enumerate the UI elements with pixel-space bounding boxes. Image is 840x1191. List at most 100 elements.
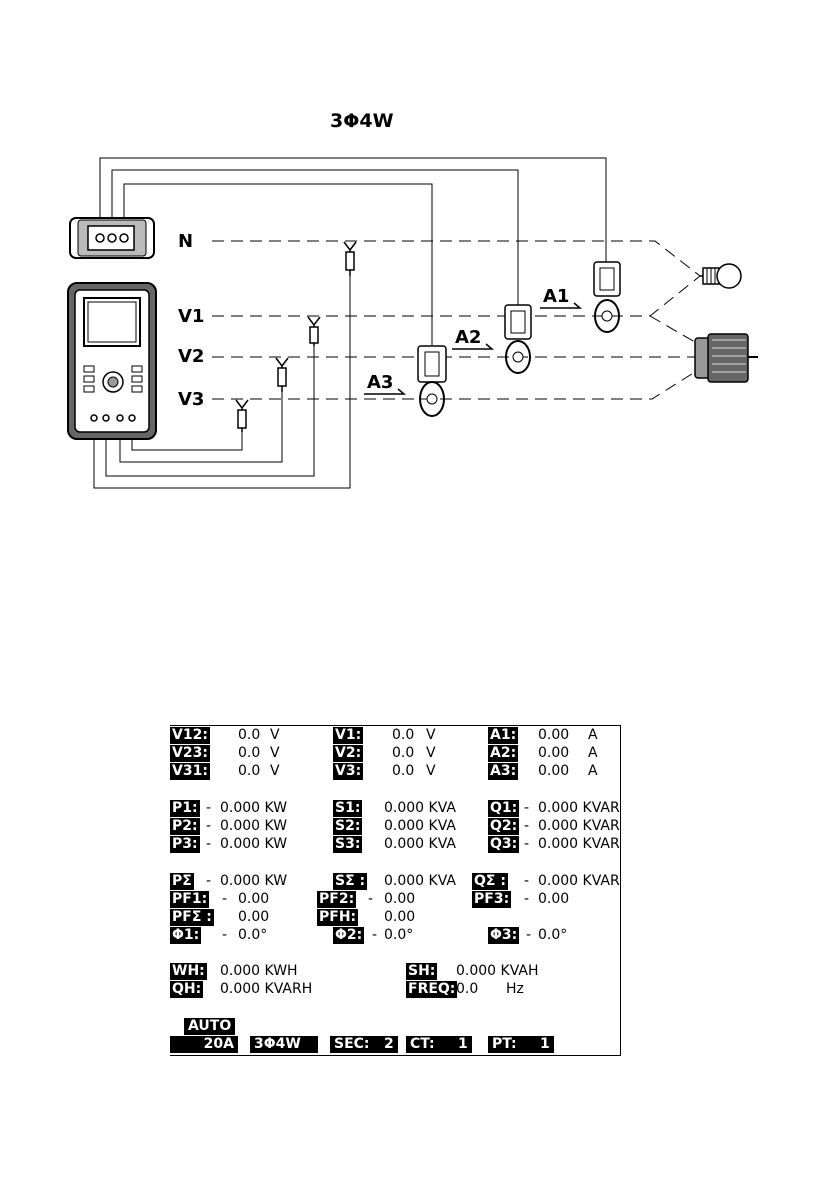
v31-value: 0.0 xyxy=(238,763,261,779)
pt-value: 1 xyxy=(536,1036,554,1053)
s1-label: S1: xyxy=(333,800,363,817)
line-n xyxy=(212,240,701,277)
line-v1 xyxy=(212,275,701,317)
wiring-diagram: N V1 V2 V3 A1 A2 A3 xyxy=(67,157,758,489)
phi3-sign: - xyxy=(526,927,532,943)
wiring-badge: 3Φ4W xyxy=(250,1036,318,1053)
s-total-label: SΣ : xyxy=(333,873,368,890)
range-badge: 20A xyxy=(170,1036,238,1053)
freq-unit: Hz xyxy=(506,981,524,997)
lcd-top-border xyxy=(170,725,620,726)
v2-label: V2: xyxy=(333,745,364,762)
diagram-title: 3Φ4W xyxy=(330,110,394,132)
q2-value: 0.000 KVAR xyxy=(538,818,620,834)
phi1-sign: - xyxy=(222,927,228,943)
a2-value: 0.00 xyxy=(538,745,570,761)
line-v3 xyxy=(212,371,696,400)
a3-label: A3: xyxy=(488,763,519,780)
p2-sign: - xyxy=(206,818,212,834)
qh-value: 0.000 KVARH xyxy=(220,981,313,997)
p1-sign: - xyxy=(206,800,212,816)
v2-value: 0.0 xyxy=(392,745,415,761)
freq-value: 0.0 xyxy=(456,981,479,997)
phi1-value: 0.0° xyxy=(238,927,268,943)
a1-unit: A xyxy=(588,727,598,743)
label-a3: A3 xyxy=(367,372,393,393)
q-total-label: QΣ : xyxy=(472,873,508,890)
pt-label: PT: xyxy=(488,1036,536,1053)
v12-label: V12: xyxy=(170,727,210,744)
v1-unit: V xyxy=(426,727,436,743)
a2-unit: A xyxy=(588,745,598,761)
clamp-a3 xyxy=(417,345,447,417)
phi3-label: Φ3: xyxy=(488,927,520,944)
phi2-sign: - xyxy=(372,927,378,943)
ct-value: 1 xyxy=(454,1036,472,1053)
q1-sign: - xyxy=(524,800,530,816)
phi2-label: Φ2: xyxy=(333,927,365,944)
current-clamps xyxy=(417,261,621,417)
q-total-value: 0.000 KVAR xyxy=(538,873,620,889)
p-total-label: PΣ xyxy=(170,873,194,890)
p1-value: 0.000 KW xyxy=(220,800,288,816)
label-n: N xyxy=(178,231,193,252)
v31-unit: V xyxy=(270,763,280,779)
power-meter xyxy=(67,282,157,440)
probe-v1 xyxy=(307,316,321,346)
sh-value: 0.000 KVAH xyxy=(456,963,539,979)
pf3-sign: - xyxy=(524,891,530,907)
s1-value: 0.000 KVA xyxy=(384,800,456,816)
s-total-value: 0.000 KVA xyxy=(384,873,456,889)
label-a1: A1 xyxy=(543,286,569,307)
line-v1-motor xyxy=(649,315,696,343)
p3-sign: - xyxy=(206,836,212,852)
pf-total-value: 0.00 xyxy=(238,909,270,925)
phi1-label: Φ1: xyxy=(170,927,202,944)
probe-n xyxy=(343,241,357,276)
label-v3: V3 xyxy=(178,389,204,410)
probe-v2 xyxy=(275,357,289,392)
clamp-wires xyxy=(99,157,607,345)
connector-box xyxy=(69,217,155,259)
pf-total-label: PFΣ : xyxy=(170,909,214,926)
v12-value: 0.0 xyxy=(238,727,261,743)
freq-label: FREQ: xyxy=(406,981,458,998)
v1-value: 0.0 xyxy=(392,727,415,743)
p-total-sign: - xyxy=(206,873,212,889)
v23-label: V23: xyxy=(170,745,210,762)
a3-unit: A xyxy=(588,763,598,779)
qh-label: QH: xyxy=(170,981,204,998)
v31-label: V31: xyxy=(170,763,210,780)
voltage-probes xyxy=(235,241,357,432)
phi2-value: 0.0° xyxy=(384,927,414,943)
dashed-lines xyxy=(212,240,701,400)
v1-label: V1: xyxy=(333,727,364,744)
a2-label: A2: xyxy=(488,745,519,762)
lamp-load xyxy=(700,263,742,289)
a3-value: 0.00 xyxy=(538,763,570,779)
q1-label: Q1: xyxy=(488,800,520,817)
clamp-a1 xyxy=(593,261,621,333)
probe-v3 xyxy=(235,399,249,432)
pf2-value: 0.00 xyxy=(384,891,416,907)
clamp-a2 xyxy=(504,304,532,374)
q2-label: Q2: xyxy=(488,818,520,835)
pf2-label: PF2: xyxy=(317,891,357,908)
v3-unit: V xyxy=(426,763,436,779)
s3-value: 0.000 KVA xyxy=(384,836,456,852)
p-total-value: 0.000 KW xyxy=(220,873,288,889)
p3-label: P3: xyxy=(170,836,200,853)
s2-label: S2: xyxy=(333,818,363,835)
p2-label: P2: xyxy=(170,818,200,835)
phi3-value: 0.0° xyxy=(538,927,568,943)
p2-value: 0.000 KW xyxy=(220,818,288,834)
mode-badge: AUTO xyxy=(184,1018,236,1035)
meter-lcd-screen: V12: 0.0 V V23: 0.0 V V31: 0.0 V V1: 0.0… xyxy=(170,725,621,1056)
s3-label: S3: xyxy=(333,836,363,853)
pf3-value: 0.00 xyxy=(538,891,570,907)
p3-value: 0.000 KW xyxy=(220,836,288,852)
label-v2: V2 xyxy=(178,346,204,367)
label-v1: V1 xyxy=(178,306,204,327)
v23-value: 0.0 xyxy=(238,745,261,761)
q3-sign: - xyxy=(524,836,530,852)
